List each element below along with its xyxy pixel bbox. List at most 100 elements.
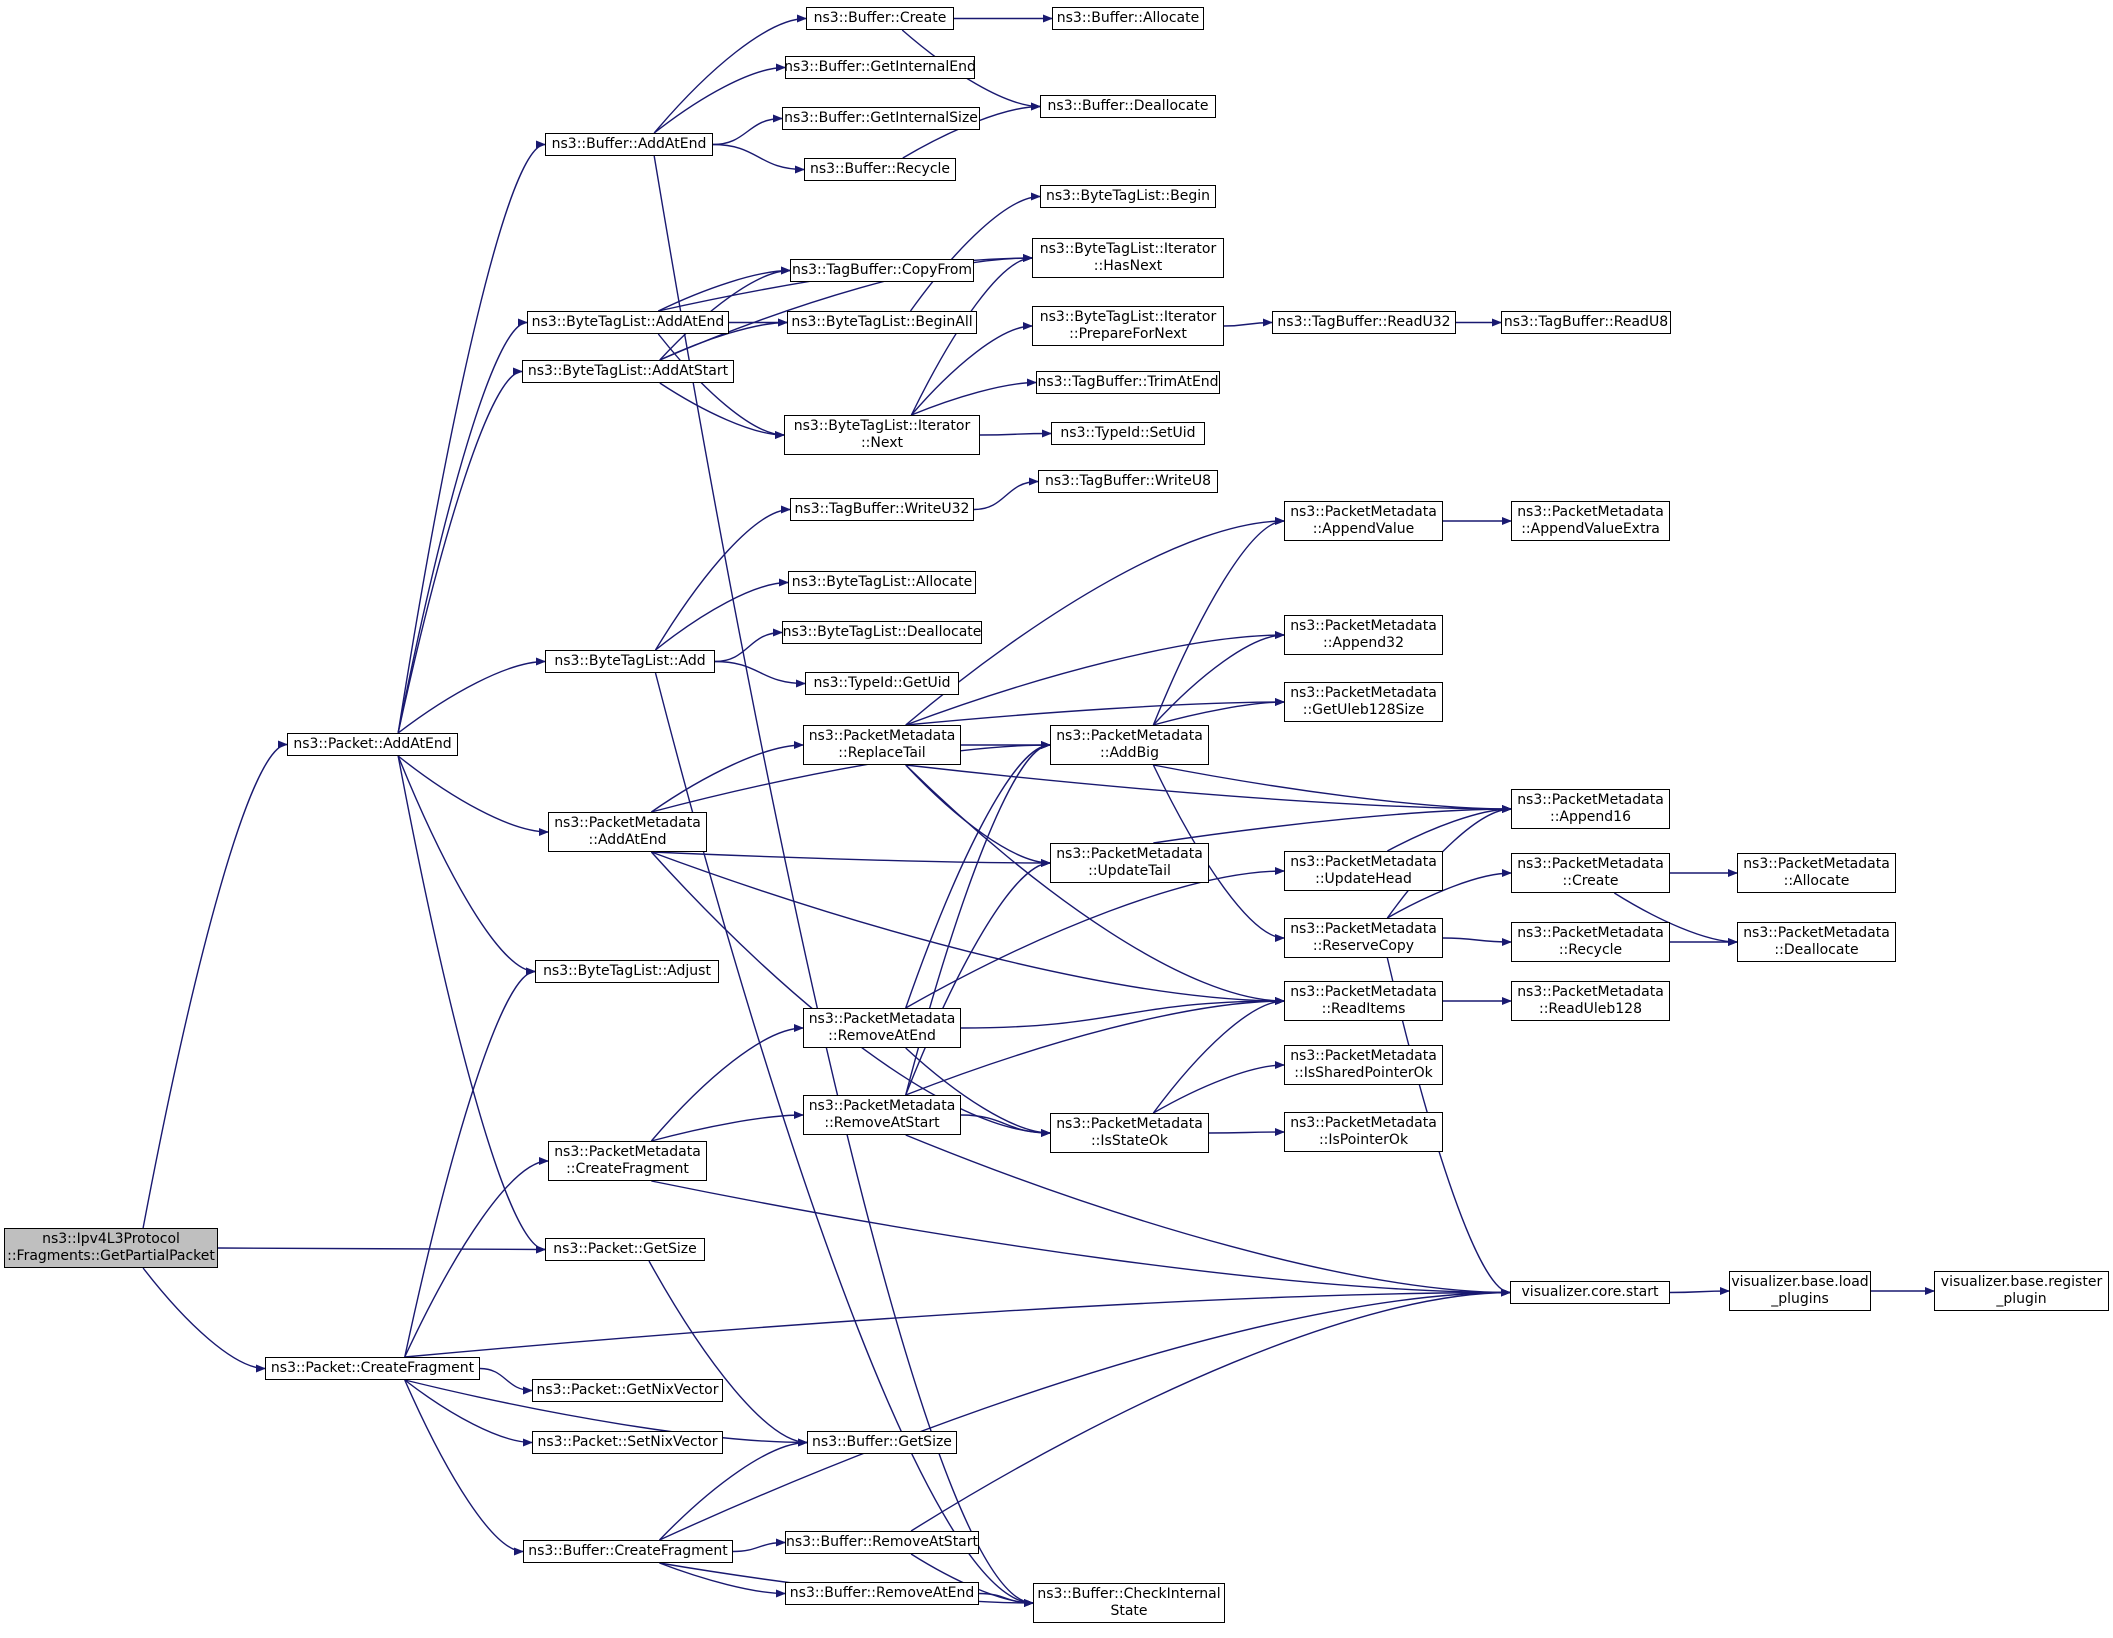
node-packet-createfragment[interactable]: ns3::Packet::CreateFragment <box>265 1357 480 1380</box>
node-label-line-1: ns3::Packet::SetNixVector <box>537 1434 718 1450</box>
edge-buffer-addatend-to-buffer-getinternalend <box>653 63 786 134</box>
node-typeid-getuid[interactable]: ns3::TypeId::GetUid <box>805 672 959 695</box>
node-pm-addatend[interactable]: ns3::PacketMetadata::AddAtEnd <box>548 812 707 852</box>
node-pm-reservecopy[interactable]: ns3::PacketMetadata::ReserveCopy <box>1284 918 1443 958</box>
node-pm-getuleb128size[interactable]: ns3::PacketMetadata::GetUleb128Size <box>1284 682 1443 722</box>
edge-packet-createfragment-to-buffer-createfragment <box>404 1379 524 1556</box>
node-packet-getnixvector[interactable]: ns3::Packet::GetNixVector <box>532 1379 723 1402</box>
node-pm-appendvalueextra[interactable]: ns3::PacketMetadata::AppendValueExtra <box>1511 501 1670 541</box>
node-label-line-2: ::Next <box>860 435 904 451</box>
edge-btl-iter-prepare-to-tagbuffer-readu32 <box>1223 318 1273 327</box>
node-pm-readuleb128[interactable]: ns3::PacketMetadata::ReadUleb128 <box>1511 981 1670 1021</box>
node-pm-createfragment[interactable]: ns3::PacketMetadata::CreateFragment <box>548 1141 707 1181</box>
edge-pm-isstateok-to-pm-ispointerok <box>1208 1128 1285 1137</box>
node-packet-setnixvector[interactable]: ns3::Packet::SetNixVector <box>532 1431 723 1454</box>
node-pm-recycle[interactable]: ns3::PacketMetadata::Recycle <box>1511 922 1670 962</box>
node-label-line-2: ::Deallocate <box>1774 942 1859 958</box>
node-packet-getsize[interactable]: ns3::Packet::GetSize <box>545 1238 705 1261</box>
node-pm-create[interactable]: ns3::PacketMetadata::Create <box>1511 853 1670 893</box>
node-btl-iter-hasnext[interactable]: ns3::ByteTagList::Iterator::HasNext <box>1032 238 1224 278</box>
node-label-line-1: ns3::PacketMetadata <box>1517 856 1664 872</box>
node-pm-allocate[interactable]: ns3::PacketMetadata::Allocate <box>1737 853 1896 893</box>
edge-pm-removeatstart-to-pm-isstateok <box>960 1114 1051 1137</box>
node-btl-iter-prepare[interactable]: ns3::ByteTagList::Iterator::PrepareForNe… <box>1032 306 1224 346</box>
edge-packet-createfragment-to-visualizer-core-start <box>404 1288 1511 1358</box>
node-buffer-create[interactable]: ns3::Buffer::Create <box>806 7 954 30</box>
node-pm-updatetail[interactable]: ns3::PacketMetadata::UpdateTail <box>1050 843 1209 883</box>
node-label-line-2: ::CreateFragment <box>566 1161 689 1177</box>
node-buffer-removeatend[interactable]: ns3::Buffer::RemoveAtEnd <box>785 1582 979 1605</box>
node-buffer-createfragment[interactable]: ns3::Buffer::CreateFragment <box>523 1540 733 1563</box>
node-label-line-1: ns3::TagBuffer::WriteU8 <box>1044 473 1211 489</box>
node-label-line-1: ns3::Buffer::Deallocate <box>1047 98 1209 114</box>
edge-pm-isstateok-to-pm-issharedpointerok <box>1153 1061 1285 1114</box>
edge-packet-addatend-to-buffer-addatend <box>397 140 546 734</box>
node-pm-updatehead[interactable]: ns3::PacketMetadata::UpdateHead <box>1284 851 1443 891</box>
node-pm-replacetail[interactable]: ns3::PacketMetadata::ReplaceTail <box>803 725 961 765</box>
node-vis-load-plugins[interactable]: visualizer.base.load_plugins <box>1729 1271 1871 1311</box>
edge-pm-replacetail-to-pm-append16 <box>905 764 1512 813</box>
node-label-line-1: ns3::Packet::CreateFragment <box>270 1360 475 1376</box>
edge-ipv4-getpartial-to-packet-createfragment <box>142 1267 266 1373</box>
node-packet-addatend[interactable]: ns3::Packet::AddAtEnd <box>287 733 458 756</box>
node-pm-append16[interactable]: ns3::PacketMetadata::Append16 <box>1511 789 1670 829</box>
edge-btl-iter-next-to-btl-iter-prepare <box>910 322 1033 416</box>
node-pm-appendvalue[interactable]: ns3::PacketMetadata::AppendValue <box>1284 501 1443 541</box>
node-buffer-getinternalsize[interactable]: ns3::Buffer::GetInternalSize <box>782 107 980 130</box>
edge-btl-beginall-to-btl-begin <box>909 192 1041 312</box>
node-tagbuffer-readu8[interactable]: ns3::TagBuffer::ReadU8 <box>1501 311 1671 334</box>
node-visualizer-core-start[interactable]: visualizer.core.start <box>1510 1281 1670 1304</box>
edge-pm-createfragment-to-pm-removeatstart <box>651 1111 804 1142</box>
node-pm-removeatstart[interactable]: ns3::PacketMetadata::RemoveAtStart <box>803 1095 961 1135</box>
node-buffer-getinternalend[interactable]: ns3::Buffer::GetInternalEnd <box>784 56 976 79</box>
node-pm-deallocate[interactable]: ns3::PacketMetadata::Deallocate <box>1737 922 1896 962</box>
node-btl-iter-next[interactable]: ns3::ByteTagList::Iterator::Next <box>784 415 980 455</box>
edge-pm-addbig-to-pm-append32 <box>1152 631 1285 726</box>
edge-pm-reservecopy-to-pm-append16 <box>1386 805 1512 919</box>
node-buffer-recycle[interactable]: ns3::Buffer::Recycle <box>804 158 956 181</box>
node-vis-register-plugin[interactable]: visualizer.base.register_plugin <box>1934 1271 2109 1311</box>
node-buffer-addatend[interactable]: ns3::Buffer::AddAtEnd <box>545 133 713 156</box>
node-tagbuffer-copyfrom[interactable]: ns3::TagBuffer::CopyFrom <box>790 259 974 282</box>
node-pm-ispointerok[interactable]: ns3::PacketMetadata::IsPointerOk <box>1284 1112 1443 1152</box>
node-btl-allocate[interactable]: ns3::ByteTagList::Allocate <box>788 571 976 594</box>
node-pm-isstateok[interactable]: ns3::PacketMetadata::IsStateOk <box>1050 1113 1209 1153</box>
node-pm-addbig[interactable]: ns3::PacketMetadata::AddBig <box>1050 725 1209 765</box>
edge-btl-add-to-typeid-getuid <box>714 660 806 688</box>
node-buffer-allocate[interactable]: ns3::Buffer::Allocate <box>1052 7 1204 30</box>
node-typeid-setuid[interactable]: ns3::TypeId::SetUid <box>1051 422 1205 445</box>
node-btl-addatstart[interactable]: ns3::ByteTagList::AddAtStart <box>522 360 734 383</box>
node-tagbuffer-writeu32[interactable]: ns3::TagBuffer::WriteU32 <box>790 498 974 521</box>
edge-buffer-createfragment-to-visualizer-core-start <box>659 1288 1511 1541</box>
node-btl-deallocate[interactable]: ns3::ByteTagList::Deallocate <box>782 621 982 644</box>
edge-packet-createfragment-to-pm-createfragment <box>404 1157 549 1358</box>
edge-pm-removeatstart-to-pm-updatetail <box>905 859 1051 1096</box>
node-btl-begin[interactable]: ns3::ByteTagList::Begin <box>1040 185 1216 208</box>
edge-visualizer-core-start-to-vis-load-plugins <box>1669 1287 1730 1296</box>
node-btl-adjust[interactable]: ns3::ByteTagList::Adjust <box>535 960 719 983</box>
node-label-line-1: visualizer.base.load <box>1731 1274 1869 1290</box>
node-label-line-1: ns3::PacketMetadata <box>554 1144 701 1160</box>
node-buffer-removeatstart[interactable]: ns3::Buffer::RemoveAtStart <box>785 1531 979 1554</box>
node-btl-add[interactable]: ns3::ByteTagList::Add <box>545 650 715 673</box>
node-buffer-getsize[interactable]: ns3::Buffer::GetSize <box>807 1431 957 1454</box>
node-label-line-1: ns3::ByteTagList::Begin <box>1046 188 1210 204</box>
node-tagbuffer-writeu8[interactable]: ns3::TagBuffer::WriteU8 <box>1038 470 1218 493</box>
node-tagbuffer-trimatend[interactable]: ns3::TagBuffer::TrimAtEnd <box>1036 371 1220 394</box>
node-pm-append32[interactable]: ns3::PacketMetadata::Append32 <box>1284 615 1443 655</box>
edge-buffer-addatend-to-buffer-recycle <box>712 143 805 174</box>
node-ipv4-getpartial[interactable]: ns3::Ipv4L3Protocol::Fragments::GetParti… <box>4 1228 218 1268</box>
node-pm-readitems[interactable]: ns3::PacketMetadata::ReadItems <box>1284 981 1443 1021</box>
node-label-line-2: State <box>1110 1603 1148 1619</box>
node-btl-beginall[interactable]: ns3::ByteTagList::BeginAll <box>787 311 977 334</box>
node-buffer-deallocate[interactable]: ns3::Buffer::Deallocate <box>1040 95 1216 118</box>
edge-pm-removeatstart-to-pm-readitems <box>905 997 1285 1096</box>
edge-pm-removeatstart-to-visualizer-core-start <box>905 1134 1511 1297</box>
node-btl-addatend[interactable]: ns3::ByteTagList::AddAtEnd <box>527 311 729 334</box>
node-tagbuffer-readu32[interactable]: ns3::TagBuffer::ReadU32 <box>1272 311 1456 334</box>
edge-btl-addatstart-to-btl-iter-next <box>659 382 785 439</box>
node-pm-issharedpointerok[interactable]: ns3::PacketMetadata::IsSharedPointerOk <box>1284 1045 1443 1085</box>
node-pm-removeatend[interactable]: ns3::PacketMetadata::RemoveAtEnd <box>803 1008 961 1048</box>
